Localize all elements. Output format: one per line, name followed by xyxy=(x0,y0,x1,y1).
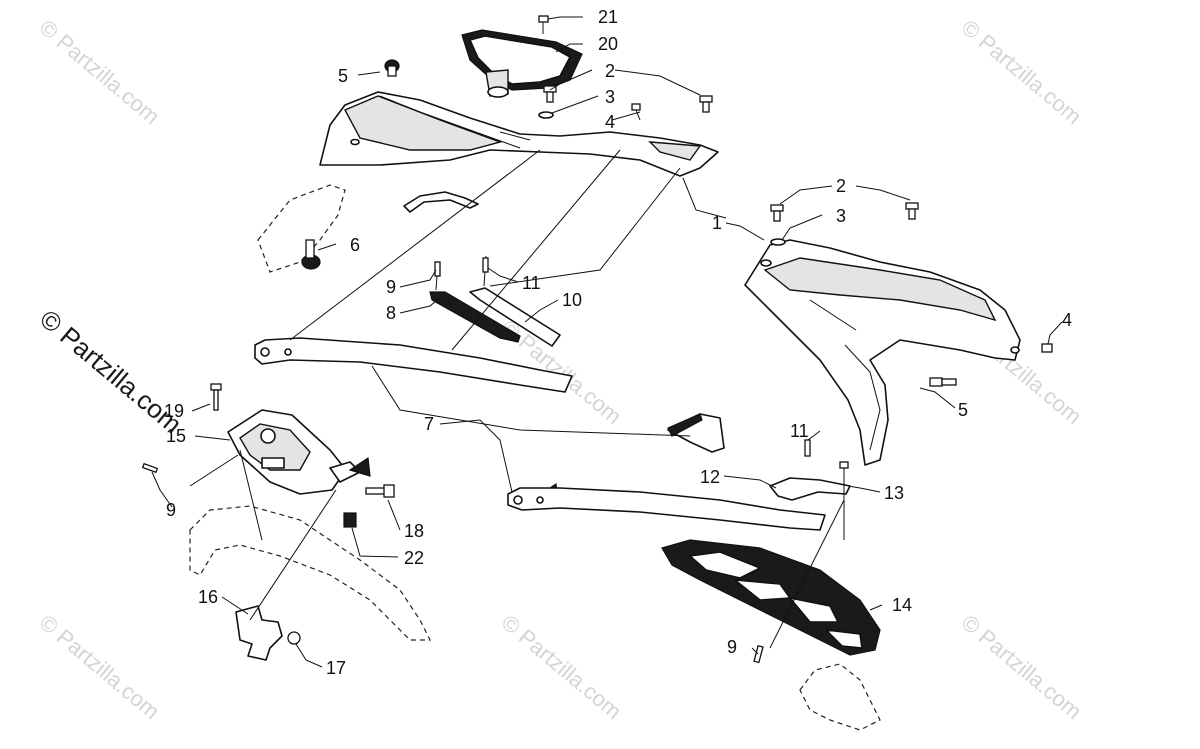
bolt-17 xyxy=(287,631,301,645)
screw-2-right-b xyxy=(905,202,919,220)
callout-13: 13 xyxy=(884,483,904,503)
callout-21: 21 xyxy=(598,7,618,27)
bolt-5-top xyxy=(384,59,400,77)
watermark-bottom-left: © Partzilla.com xyxy=(35,610,165,724)
part-7-rail-lower xyxy=(507,487,826,531)
screw-2-top-a xyxy=(543,85,557,103)
part-20-housing xyxy=(461,29,583,98)
part-13-clamp xyxy=(769,477,851,501)
ghost-frame-bottom-left xyxy=(189,505,431,641)
watermark-top-left: © Partzilla.com xyxy=(35,15,165,129)
callout-1: 1 xyxy=(712,213,722,233)
screw-21 xyxy=(538,15,549,34)
part-right-side-panel xyxy=(744,239,1021,466)
callout-22: 22 xyxy=(404,548,424,568)
watermark-bottom-center: © Partzilla.com xyxy=(497,610,627,724)
screw-2-right-a xyxy=(770,204,784,222)
callout-8: 8 xyxy=(386,303,396,323)
screw-4-right xyxy=(1041,343,1053,353)
callout-5-top: 5 xyxy=(338,66,348,86)
part-16-plate xyxy=(235,605,283,661)
callout-20: 20 xyxy=(598,34,618,54)
rivet-9-lower xyxy=(753,644,764,664)
clip-22 xyxy=(343,512,357,528)
washer-3-top xyxy=(538,111,554,119)
callout-4-right: 4 xyxy=(1062,310,1072,330)
part-7-rail-upper xyxy=(254,337,573,393)
callout-14: 14 xyxy=(892,595,912,615)
callout-5-right: 5 xyxy=(958,400,968,420)
callout-3-top: 3 xyxy=(605,87,615,107)
callout-10: 10 xyxy=(562,290,582,310)
bolt-13 xyxy=(839,461,849,540)
callout-7: 7 xyxy=(424,414,434,434)
part-8-strap xyxy=(429,291,521,343)
callout-4-top: 4 xyxy=(605,112,615,132)
callout-16: 16 xyxy=(198,587,218,607)
callout-labels: 21 20 5 2 3 4 2 3 1 6 9 11 8 10 4 5 19 1… xyxy=(164,7,1072,678)
part-14-plate xyxy=(661,539,881,656)
callout-2-top-a: 2 xyxy=(605,61,615,81)
screw-2-top-b xyxy=(699,95,713,113)
ghost-frame-left xyxy=(257,184,346,273)
wire-bracket xyxy=(403,191,479,213)
callout-11-lower: 11 xyxy=(790,421,809,441)
screw-4-top xyxy=(631,103,641,121)
part-12-bracket xyxy=(667,413,725,453)
watermark-top-right: © Partzilla.com xyxy=(957,15,1087,129)
watermark-bottom-right: © Partzilla.com xyxy=(957,610,1087,724)
nut-6 xyxy=(301,239,321,270)
bolt-19 xyxy=(210,383,222,411)
callout-15: 15 xyxy=(166,426,186,446)
rivet-11-lower xyxy=(804,439,811,457)
callout-11-upper: 11 xyxy=(522,273,541,293)
rivet-9-left xyxy=(141,462,159,474)
callout-3-right: 3 xyxy=(836,206,846,226)
rivet-11-upper xyxy=(482,255,489,287)
callout-2-right: 2 xyxy=(836,176,846,196)
part-15-bracket xyxy=(227,409,361,495)
screw-5-right xyxy=(929,377,957,387)
callout-12: 12 xyxy=(700,467,720,487)
rivet-9-upper xyxy=(434,261,441,291)
leader-lines xyxy=(151,16,1063,668)
callout-18: 18 xyxy=(404,521,424,541)
callout-6: 6 xyxy=(350,235,360,255)
washer-3-right xyxy=(770,238,786,246)
ghost-frame-bottom-right xyxy=(799,663,881,731)
callout-9-lower: 9 xyxy=(727,637,737,657)
bolt-18 xyxy=(365,484,395,498)
part-1-hood-panel xyxy=(319,91,719,177)
callout-17: 17 xyxy=(326,658,346,678)
watermarks: © Partzilla.com © Partzilla.com © Partzi… xyxy=(34,15,1086,724)
callout-19: 19 xyxy=(164,401,184,421)
callout-9-left: 9 xyxy=(166,500,176,520)
callout-9-upper: 9 xyxy=(386,277,396,297)
marker-triangle-left xyxy=(348,456,371,477)
